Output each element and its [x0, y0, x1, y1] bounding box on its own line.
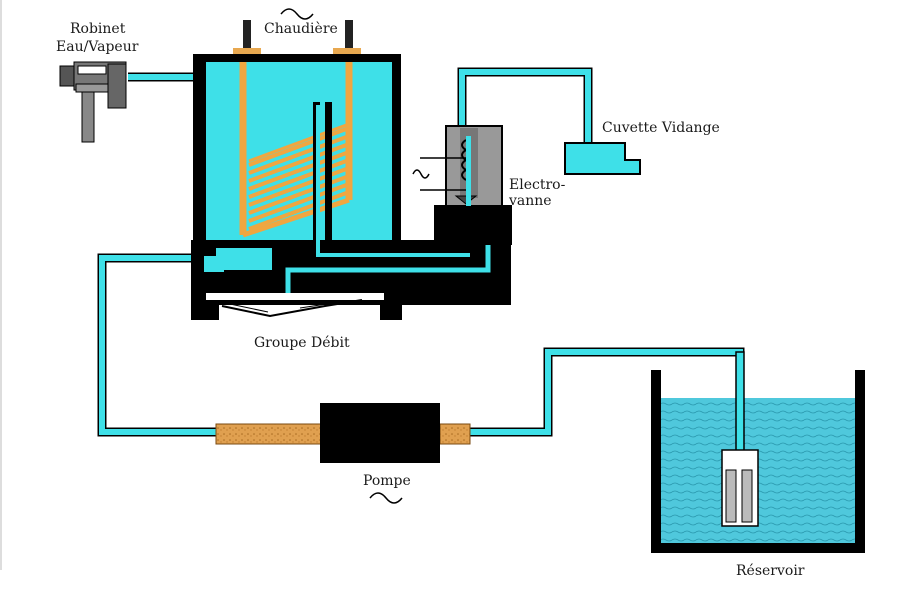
- label-groupe-debit: Groupe Débit: [254, 335, 350, 351]
- sine-wave-icon: [280, 8, 314, 20]
- label-electrovanne-line2: vanne: [509, 193, 552, 209]
- pompe: [215, 403, 471, 504]
- cuvette: [564, 142, 641, 175]
- label-cuvette: Cuvette Vidange: [602, 120, 720, 136]
- label-robinet-line2: Eau/Vapeur: [56, 39, 139, 55]
- label-reservoir: Réservoir: [736, 563, 805, 579]
- groupe-debit: [191, 105, 512, 320]
- label-chaudiere: Chaudière: [264, 21, 338, 37]
- boiler: [193, 20, 401, 262]
- heating-element: [239, 62, 353, 238]
- robinet: [59, 61, 127, 143]
- label-pompe: Pompe: [363, 473, 411, 489]
- sine-wave-icon: [369, 492, 403, 504]
- label-electrovanne-line1: Electro-: [509, 177, 566, 193]
- pipes: [97, 67, 745, 450]
- reservoir: [651, 351, 865, 553]
- label-robinet-line1: Robinet: [70, 21, 126, 37]
- electrovanne: [412, 125, 503, 207]
- sine-wave-icon: [412, 169, 430, 179]
